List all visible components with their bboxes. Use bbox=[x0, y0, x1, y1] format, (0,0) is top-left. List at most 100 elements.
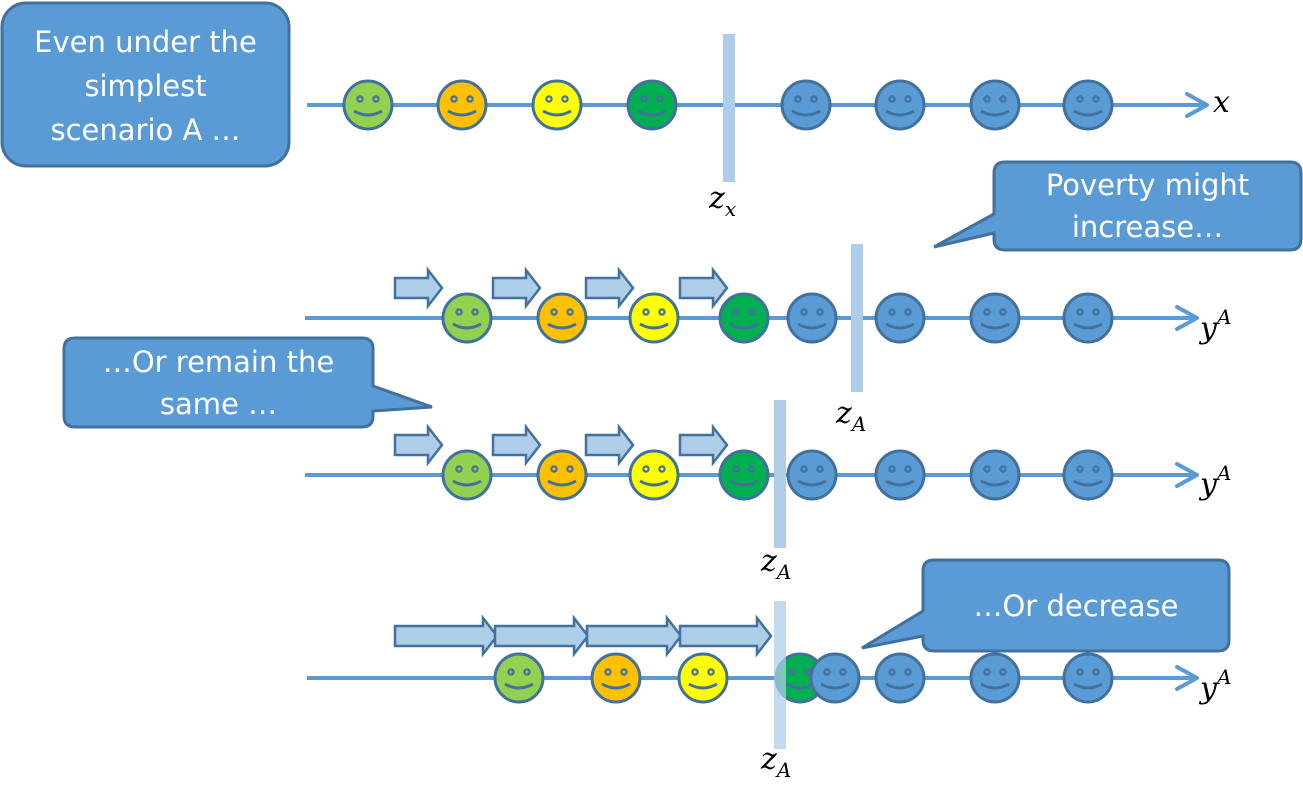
axis-label-sup: A bbox=[1216, 461, 1232, 485]
face-circle bbox=[628, 292, 680, 344]
axis-label-main: y bbox=[1200, 311, 1217, 346]
axis-label-main: y bbox=[1200, 671, 1217, 706]
face-circle bbox=[590, 652, 642, 704]
face-circle bbox=[342, 79, 394, 131]
threshold-label-za-row2: zA bbox=[836, 399, 866, 439]
face-circle bbox=[874, 79, 926, 131]
face-circle bbox=[1062, 292, 1114, 344]
smiley-face-blue-icon bbox=[1062, 449, 1114, 501]
threshold-label-sub: x bbox=[724, 197, 737, 221]
axis-label-x: x bbox=[1213, 88, 1230, 118]
smiley-face-blue-icon bbox=[874, 652, 926, 704]
smiley-face-blue-icon bbox=[786, 449, 838, 501]
poverty-line-marker bbox=[723, 34, 735, 182]
smiley-face-orange-icon bbox=[536, 292, 588, 344]
face-circle bbox=[969, 652, 1021, 704]
smiley-face-blue-icon bbox=[969, 292, 1021, 344]
smiley-face-yellow-icon bbox=[677, 652, 729, 704]
threshold-label-sub: A bbox=[776, 560, 792, 584]
income-shift-arrow-icon bbox=[584, 266, 635, 310]
smiley-face-light-green-icon bbox=[441, 292, 493, 344]
threshold-label-zx: zx bbox=[709, 184, 736, 224]
face-circle bbox=[628, 449, 680, 501]
face-circle bbox=[677, 652, 729, 704]
threshold-label-main: z bbox=[709, 181, 725, 216]
income-shift-arrow-icon bbox=[491, 423, 542, 467]
smiley-face-blue-icon bbox=[874, 449, 926, 501]
threshold-label-sub: A bbox=[851, 412, 867, 436]
face-circle bbox=[969, 79, 1021, 131]
smiley-face-dark-green-icon bbox=[718, 449, 770, 501]
income-shift-arrow-icon bbox=[491, 266, 542, 310]
poverty-line-marker bbox=[774, 601, 786, 749]
face-circle bbox=[441, 292, 493, 344]
callout-intro-line: scenario A … bbox=[50, 112, 241, 147]
axis-arrowhead-icon bbox=[1175, 665, 1199, 691]
callout-increase-box bbox=[933, 160, 1303, 252]
income-shift-arrow-icon bbox=[584, 423, 635, 467]
face-circle bbox=[436, 79, 488, 131]
face-circle bbox=[786, 449, 838, 501]
axis-label-ya-row2: yA bbox=[1200, 302, 1231, 344]
income-shift-arrow-icon bbox=[678, 266, 729, 310]
smiley-face-blue-icon bbox=[969, 652, 1021, 704]
face-circle bbox=[493, 652, 545, 704]
face-circle bbox=[1062, 449, 1114, 501]
threshold-label-main: z bbox=[836, 396, 852, 431]
callout-decrease-box bbox=[861, 558, 1231, 653]
callout-increase-line: increase… bbox=[1071, 210, 1224, 244]
callout-increase: Poverty might increase… bbox=[994, 162, 1301, 250]
axis-arrowhead-icon bbox=[1175, 462, 1199, 488]
face-circle bbox=[536, 449, 588, 501]
face-circle bbox=[1062, 652, 1114, 704]
callout-increase-line: Poverty might bbox=[1045, 168, 1250, 202]
row-poverty-increase bbox=[305, 244, 1199, 392]
axis-label-x-main: x bbox=[1213, 85, 1230, 120]
smiley-face-dark-green-icon bbox=[718, 292, 770, 344]
callout-decrease: …Or decrease bbox=[923, 560, 1229, 651]
axis-label-sup: A bbox=[1216, 665, 1232, 689]
callout-intro-line: simplest bbox=[84, 68, 207, 103]
callout-same: …Or remain the same … bbox=[64, 338, 373, 427]
smiley-face-yellow-icon bbox=[531, 79, 583, 131]
income-shift-arrow-icon bbox=[678, 614, 773, 658]
smiley-face-blue-icon bbox=[1062, 652, 1114, 704]
face-circle bbox=[536, 292, 588, 344]
poverty-line-marker bbox=[851, 244, 863, 392]
face-circle bbox=[718, 449, 770, 501]
smiley-face-orange-icon bbox=[590, 652, 642, 704]
face-circle bbox=[969, 292, 1021, 344]
smiley-face-yellow-icon bbox=[628, 292, 680, 344]
threshold-label-sub: A bbox=[776, 758, 792, 782]
callout-same-box bbox=[62, 336, 433, 429]
callout-same-line: same … bbox=[159, 386, 278, 421]
face-circle bbox=[874, 292, 926, 344]
callout-same-line: …Or remain the bbox=[102, 344, 335, 379]
smiley-face-yellow-icon bbox=[628, 449, 680, 501]
smiley-face-blue-icon bbox=[780, 79, 832, 131]
face-circle bbox=[780, 79, 832, 131]
income-shift-arrow-icon bbox=[678, 423, 729, 467]
smiley-face-blue-icon bbox=[809, 652, 861, 704]
income-shift-arrow-icon bbox=[393, 423, 444, 467]
face-circle bbox=[1062, 79, 1114, 131]
face-circle bbox=[718, 292, 770, 344]
face-circle bbox=[531, 79, 583, 131]
smiley-face-light-green-icon bbox=[441, 449, 493, 501]
axis-label-ya-row4: yA bbox=[1200, 662, 1231, 704]
smiley-face-dark-green-icon bbox=[626, 79, 678, 131]
smiley-face-blue-icon bbox=[786, 292, 838, 344]
row-baseline bbox=[307, 34, 1209, 182]
threshold-label-za-row4: zA bbox=[761, 745, 791, 785]
face-circle bbox=[874, 449, 926, 501]
face-circle bbox=[786, 292, 838, 344]
axis-label-main: y bbox=[1200, 467, 1217, 502]
income-shift-arrow-icon bbox=[393, 266, 444, 310]
face-circle bbox=[809, 652, 861, 704]
smiley-face-blue-icon bbox=[874, 79, 926, 131]
callout-decrease-line: …Or decrease bbox=[973, 588, 1179, 623]
threshold-label-main: z bbox=[761, 544, 777, 579]
threshold-label-main: z bbox=[761, 742, 777, 777]
threshold-label-za-row3: zA bbox=[761, 547, 791, 587]
